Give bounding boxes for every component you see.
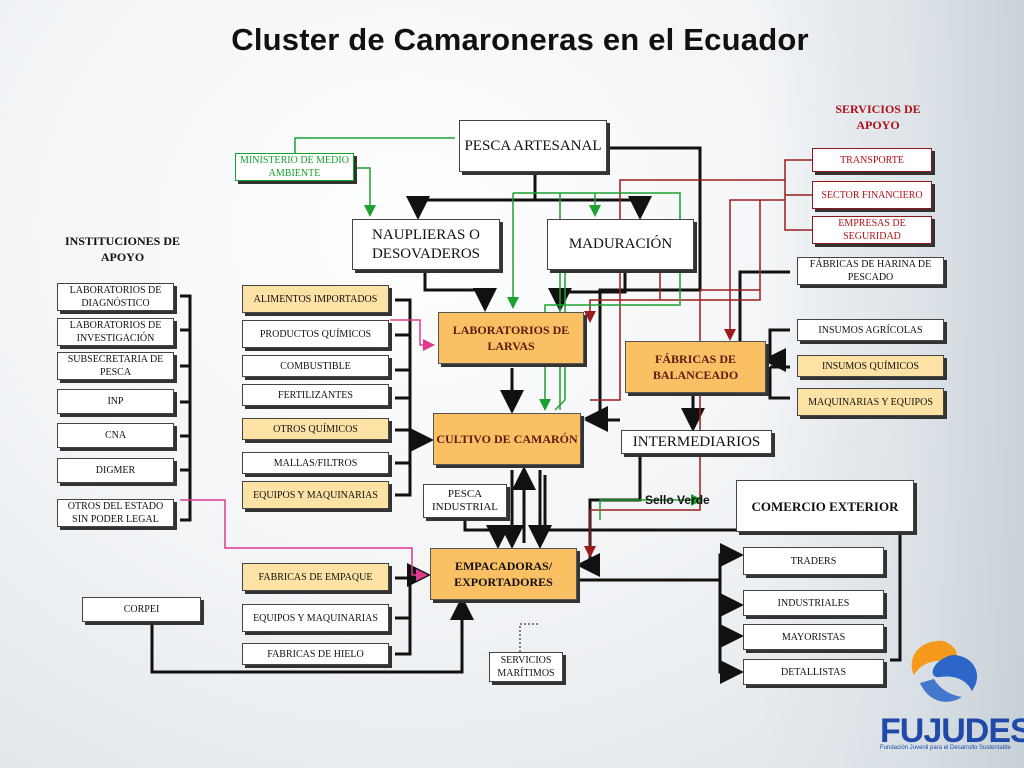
servicio-empresas-seguridad: EMPRESAS DE SEGURIDAD [812, 216, 932, 244]
insumo-productos-quimicos: PRODUCTOS QUÍMICOS [242, 320, 389, 348]
inst-inp: INP [57, 389, 174, 414]
mercado-industriales: INDUSTRIALES [743, 590, 884, 616]
insumo-agricolas: INSUMOS AGRÍCOLAS [797, 319, 944, 341]
inst-otros-estado: OTROS DEL ESTADO SIN PODER LEGAL [57, 499, 174, 527]
insumo-fabricas-harina-pescado: FÁBRICAS DE HARINA DE PESCADO [797, 257, 944, 285]
comercio-exterior-box: COMERCIO EXTERIOR [736, 480, 914, 532]
servicios-maritimos-box: SERVICIOS MARÍTIMOS [489, 652, 563, 682]
cultivo-camaron-box: CULTIVO DE CAMARÓN [433, 413, 581, 465]
ministerio-box: MINISTERIO DE MEDIO AMBIENTE [235, 153, 354, 181]
insumo-maquinarias-equipos-right: MAQUINARIAS Y EQUIPOS [797, 388, 944, 416]
mercado-detallistas: DETALLISTAS [743, 659, 884, 685]
laboratorios-larvas-box: LABORATORIOS DE LARVAS [438, 312, 584, 364]
page-title: Cluster de Camaroneras en el Ecuador [231, 22, 809, 57]
nauplieras-box: NAUPLIERAS O DESOVADEROS [352, 219, 500, 270]
fujudes-logo-icon [911, 640, 978, 702]
inst-digmer: DIGMER [57, 458, 174, 483]
insumo-combustible: COMBUSTIBLE [242, 355, 389, 377]
instituciones-apoyo-label: INSTITUCIONES DE APOYO [64, 234, 181, 264]
inst-laboratorios-investigacion: LABORATORIOS DE INVESTIGACIÓN [57, 318, 174, 346]
intermediarios-box: INTERMEDIARIOS [621, 430, 772, 454]
logo-name: FUJUDES [880, 712, 1024, 750]
fabricas-hielo-box: FABRICAS DE HIELO [242, 643, 389, 665]
servicio-transporte: TRANSPORTE [812, 148, 932, 172]
inst-subsecretaria-pesca: SUBSECRETARIA DE PESCA [57, 352, 174, 380]
maduracion-box: MADURACIÓN [547, 219, 694, 270]
corpei-box: CORPEI [82, 597, 201, 622]
pesca-industrial-box: PESCA INDUSTRIAL [423, 484, 507, 518]
inst-cna: CNA [57, 423, 174, 448]
mercado-mayoristas: MAYORISTAS [743, 624, 884, 650]
pesca-artesanal-box: PESCA ARTESANAL [459, 120, 607, 172]
insumo-quimicos-right: INSUMOS QUÍMICOS [797, 355, 944, 377]
servicios-apoyo-label: SERVICIOS DE APOYO [835, 102, 921, 132]
empaque-equipos-maquinarias-box: EQUIPOS Y MAQUINARIAS [242, 604, 389, 632]
insumo-mallas-filtros: MALLAS/FILTROS [242, 452, 389, 474]
insumo-equipos-maquinarias: EQUIPOS Y MAQUINARIAS [242, 481, 389, 509]
insumo-fertilizantes: FERTILIZANTES [242, 384, 389, 406]
inst-laboratorios-diagnostico: LABORATORIOS DE DIAGNÓSTICO [57, 283, 174, 311]
fabricas-balanceado-box: FÁBRICAS DE BALANCEADO [625, 341, 766, 393]
servicio-sector-financiero: SECTOR FINANCIERO [812, 181, 932, 209]
empacadoras-box: EMPACADORAS/ EXPORTADORES [430, 548, 577, 600]
insumo-alimentos-importados: ALIMENTOS IMPORTADOS [242, 285, 389, 313]
sello-verde-label: Sello Verde [645, 493, 710, 507]
fabricas-empaque-box: FABRICAS DE EMPAQUE [242, 563, 389, 591]
insumo-otros-quimicos: OTROS QUÍMICOS [242, 418, 389, 440]
logo-tagline: Fundación Juvenil para el Desarrollo Sus… [880, 745, 1011, 751]
mercado-traders: TRADERS [743, 547, 884, 575]
